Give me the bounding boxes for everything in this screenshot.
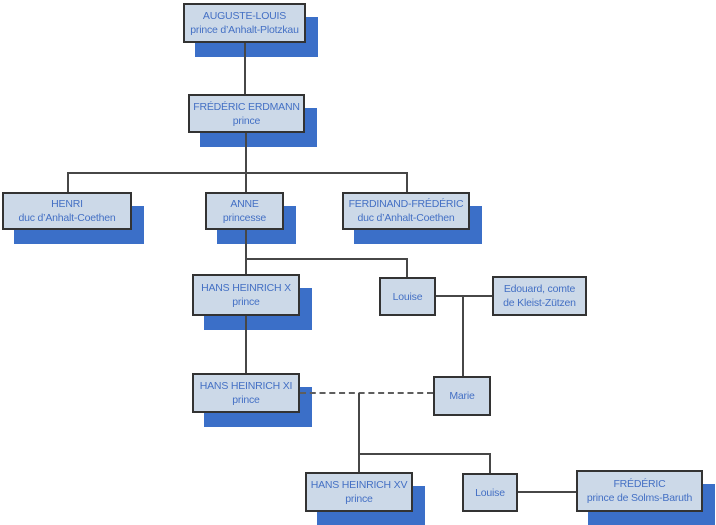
person-node-auguste-louis[interactable]: AUGUSTE-LOUIS prince d’Anhalt-Plotzkau [183, 3, 306, 43]
person-node-edouard[interactable]: Edouard, comte de Kleist-Zützen [492, 276, 587, 316]
person-name: FRÉDÉRIC ERDMANN [193, 100, 300, 113]
person-node-louise-1[interactable]: Louise [379, 277, 436, 316]
person-name: Edouard, comte [503, 283, 576, 295]
person-name: AUGUSTE-LOUIS [202, 10, 287, 22]
person-title: duc d’Anhalt-Coethen [18, 212, 116, 224]
person-name: Marie [449, 390, 475, 402]
person-node-frederic-solms[interactable]: FRÉDÉRIC prince de Solms-Baruth [576, 470, 703, 512]
connector-auguste-to-frederic [244, 43, 246, 94]
person-node-henri[interactable]: HENRI duc d’Anhalt-Coethen [2, 192, 132, 230]
person-node-hans-heinrich-xv[interactable]: HANS HEINRICH XV prince [305, 472, 413, 512]
person-node-anne[interactable]: ANNE princesse [205, 192, 284, 230]
person-name: HANS HEINRICH XI [199, 380, 293, 392]
person-node-louise-2[interactable]: Louise [462, 473, 518, 512]
person-node-marie[interactable]: Marie [433, 376, 491, 416]
person-name: HANS HEINRICH XV [310, 479, 408, 491]
person-title: prince [232, 394, 260, 406]
marriage-hhxi-marie-dashed [300, 392, 433, 394]
person-name: ANNE [230, 198, 259, 210]
connector-gen4-branch [245, 258, 408, 260]
person-name: FERDINAND-FRÉDÉRIC [348, 198, 464, 210]
person-title: de Kleist-Zützen [503, 297, 576, 309]
person-title: prince de Solms-Baruth [586, 492, 693, 504]
person-title: princesse [222, 212, 267, 224]
connector-hhx-to-hhxi [245, 316, 247, 373]
connector-gen6-branch [358, 453, 490, 455]
connector-anne-descent [245, 230, 247, 274]
person-node-hans-heinrich-x[interactable]: HANS HEINRICH X prince [192, 274, 300, 316]
person-name: HANS HEINRICH X [201, 282, 291, 294]
connector-hhxi-descent [358, 393, 360, 472]
marriage-louise-edouard [436, 295, 492, 297]
person-title: prince [232, 296, 260, 308]
person-name: Louise [392, 290, 423, 303]
connector-frederic-descent [245, 133, 247, 192]
person-title: prince d’Anhalt-Plotzkau [190, 24, 299, 36]
person-node-hans-heinrich-xi[interactable]: HANS HEINRICH XI prince [192, 373, 300, 413]
connector-to-louise1 [406, 258, 408, 277]
connector-to-henri [67, 172, 69, 192]
connector-to-louise2 [489, 453, 491, 473]
person-name: Louise [475, 486, 505, 499]
connector-to-ferdinand [406, 172, 408, 192]
person-name: FRÉDÉRIC [613, 478, 666, 490]
connector-gen3-branch [67, 172, 408, 174]
person-name: HENRI [51, 198, 83, 210]
person-title: prince [345, 493, 373, 505]
person-node-ferdinand-frederic[interactable]: FERDINAND-FRÉDÉRIC duc d’Anhalt-Coethen [342, 192, 470, 230]
connector-to-marie [462, 296, 464, 376]
person-title: prince [232, 114, 261, 127]
person-title: duc d’Anhalt-Coethen [357, 212, 455, 224]
marriage-louise2-frederic [518, 491, 576, 493]
person-node-frederic-erdmann[interactable]: FRÉDÉRIC ERDMANN prince [188, 94, 305, 133]
